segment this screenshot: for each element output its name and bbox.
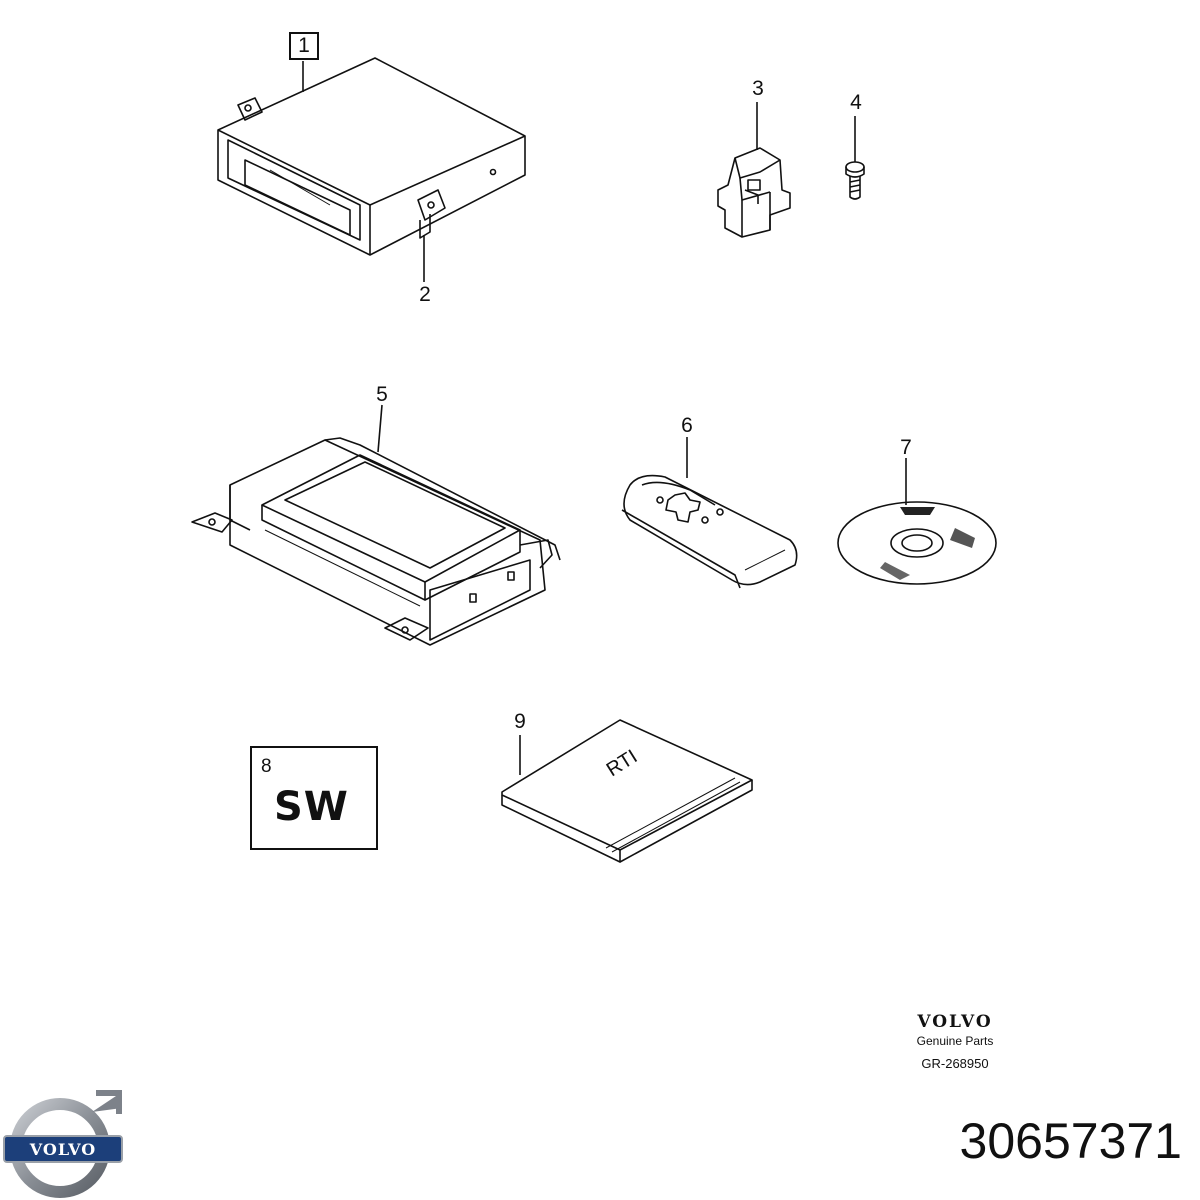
callout-2: 2 <box>419 283 431 306</box>
callout-6: 6 <box>681 414 693 437</box>
callout-5: 5 <box>376 383 388 406</box>
navigation-unit-drawing <box>217 57 526 256</box>
callout-3: 3 <box>752 77 764 100</box>
leader-line-5 <box>377 404 383 453</box>
callout-4: 4 <box>850 91 862 114</box>
manual-drawing: RTI <box>501 719 753 863</box>
callout-9: 9 <box>514 710 526 733</box>
software-box: 8 SW <box>250 746 378 850</box>
brand-wordmark: VOLVO <box>917 1012 993 1032</box>
brand-block: VOLVO Genuine Parts GR-268950 <box>880 1012 1030 1071</box>
volvo-logo: VOLVO <box>3 1090 123 1198</box>
logo-wordmark: VOLVO <box>29 1140 97 1159</box>
screw-drawing <box>845 161 865 200</box>
brand-subtitle: Genuine Parts <box>916 1034 994 1048</box>
remote-control-drawing <box>621 474 798 589</box>
callout-8: 8 <box>261 756 272 777</box>
part-number: 30657371 <box>959 1113 1182 1169</box>
control-module-drawing <box>191 437 561 646</box>
callout-7: 7 <box>900 436 912 459</box>
software-label: SW <box>274 784 349 830</box>
dvd-disc-drawing <box>837 501 997 585</box>
callout-1: 1 <box>289 32 319 60</box>
drawing-code: GR-268950 <box>921 1056 989 1071</box>
switch-drawing <box>717 147 791 238</box>
